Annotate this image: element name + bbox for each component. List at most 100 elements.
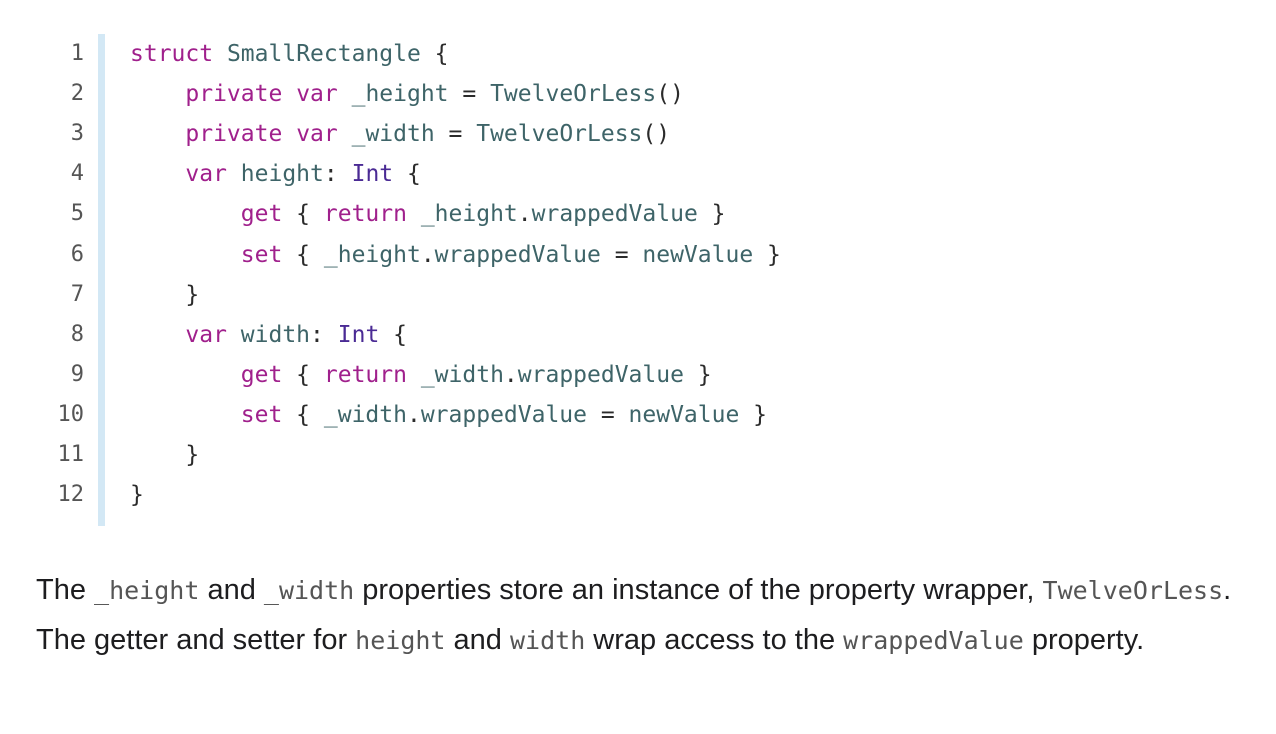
line-number: 12 <box>57 482 85 508</box>
prose-text: and <box>199 574 264 606</box>
code-token: : <box>310 321 338 348</box>
code-token: width <box>240 321 311 348</box>
line-number: 10 <box>57 401 85 427</box>
code-token: } <box>130 442 200 468</box>
code-token <box>213 41 227 67</box>
code-token: var <box>296 81 338 108</box>
line-number: 7 <box>70 281 84 307</box>
code-token: var <box>296 121 338 148</box>
code-token: wrappedValue <box>434 241 601 268</box>
code-token: wrappedValue <box>517 361 684 388</box>
code-token: { <box>282 201 324 228</box>
code-token: set <box>240 401 283 428</box>
code-line: } <box>130 435 199 475</box>
code-token: . <box>420 241 435 268</box>
code-token: wrappedValue <box>420 401 587 428</box>
code-token: _width <box>323 401 407 428</box>
code-token: = <box>434 121 477 148</box>
inline-code-width-storage: _width <box>263 576 355 605</box>
code-token: TwelveOrLess <box>490 81 657 108</box>
code-token: struct <box>130 41 214 67</box>
code-token: get <box>240 361 283 388</box>
code-token: } <box>739 401 768 428</box>
code-token: . <box>406 401 421 428</box>
line-number: 2 <box>70 81 84 107</box>
code-token: = <box>587 401 629 428</box>
code-token: () <box>656 81 684 108</box>
code-token: private <box>185 81 283 108</box>
inline-code-width: width <box>509 625 586 655</box>
code-token <box>282 81 296 107</box>
code-token: { <box>420 41 449 67</box>
code-token: } <box>683 361 712 388</box>
code-token: _height <box>323 241 421 268</box>
code-token <box>227 161 241 187</box>
line-number: 8 <box>70 321 84 347</box>
code-token <box>130 362 241 388</box>
code-token <box>407 362 421 388</box>
code-token: SmallRectangle <box>226 41 421 67</box>
code-line: get { return _width.wrappedValue } <box>130 355 712 395</box>
line-number: 4 <box>70 161 84 187</box>
code-line: get { return _height.wrappedValue } <box>130 194 726 234</box>
explanation-paragraph: The _height and _width properties store … <box>36 566 1246 665</box>
prose-text: . The getter and setter for <box>36 574 1232 656</box>
code-token: } <box>130 482 144 509</box>
code-line: } <box>130 475 144 515</box>
code-token <box>130 201 241 227</box>
line-number: 5 <box>70 201 84 227</box>
code-token <box>130 81 185 107</box>
code-token: { <box>379 321 407 348</box>
code-line: set { _width.wrappedValue = newValue } <box>130 395 767 435</box>
line-number: 1 <box>70 41 84 66</box>
prose-text: and <box>445 623 510 656</box>
code-line: var height: Int { <box>130 154 420 194</box>
code-token: set <box>240 241 283 268</box>
code-token: . <box>503 361 518 388</box>
code-line: set { _height.wrappedValue = newValue } <box>130 235 781 275</box>
inline-code-height-storage: _height <box>94 576 200 605</box>
code-token: } <box>697 201 726 228</box>
code-token: } <box>130 281 200 308</box>
gutter-bar <box>98 34 105 526</box>
line-number: 11 <box>57 442 85 467</box>
code-line: private var _width = TwelveOrLess() <box>130 114 670 154</box>
code-token <box>130 242 241 268</box>
code-token: : <box>323 161 352 188</box>
code-token <box>338 81 352 107</box>
code-token: height <box>240 161 324 188</box>
prose-text: property. <box>1023 623 1145 656</box>
code-token <box>130 402 241 428</box>
code-token: wrappedValue <box>531 201 698 228</box>
line-number: 6 <box>70 241 84 267</box>
prose-text: properties store an instance of the prop… <box>354 574 1043 606</box>
code-token: { <box>282 361 324 388</box>
code-token <box>130 161 185 187</box>
code-line: var width: Int { <box>130 315 407 355</box>
code-token <box>130 121 185 147</box>
prose-text: wrap access to the <box>585 623 844 656</box>
code-token: var <box>185 321 227 348</box>
code-token: { <box>282 241 324 268</box>
code-token: _height <box>420 201 518 228</box>
inline-code-twelve-or-less: TwelveOrLess <box>1042 576 1224 605</box>
code-token: _width <box>420 361 504 388</box>
code-token: TwelveOrLess <box>476 121 643 148</box>
code-token: _width <box>351 121 435 148</box>
code-token: = <box>448 81 491 108</box>
code-token <box>282 121 296 147</box>
code-token: return <box>323 361 407 388</box>
code-token: private <box>185 121 283 148</box>
code-token <box>227 322 241 348</box>
prose-text: The <box>36 574 95 606</box>
code-token: get <box>240 201 283 228</box>
code-token: = <box>600 241 643 268</box>
code-lines: struct SmallRectangle { private var _hei… <box>130 34 1276 526</box>
code-line: struct SmallRectangle { <box>130 34 449 74</box>
inline-code-wrapped-value: wrappedValue <box>843 625 1024 655</box>
code-token: var <box>185 161 227 188</box>
code-token: . <box>517 201 532 228</box>
line-number: 3 <box>70 121 84 147</box>
